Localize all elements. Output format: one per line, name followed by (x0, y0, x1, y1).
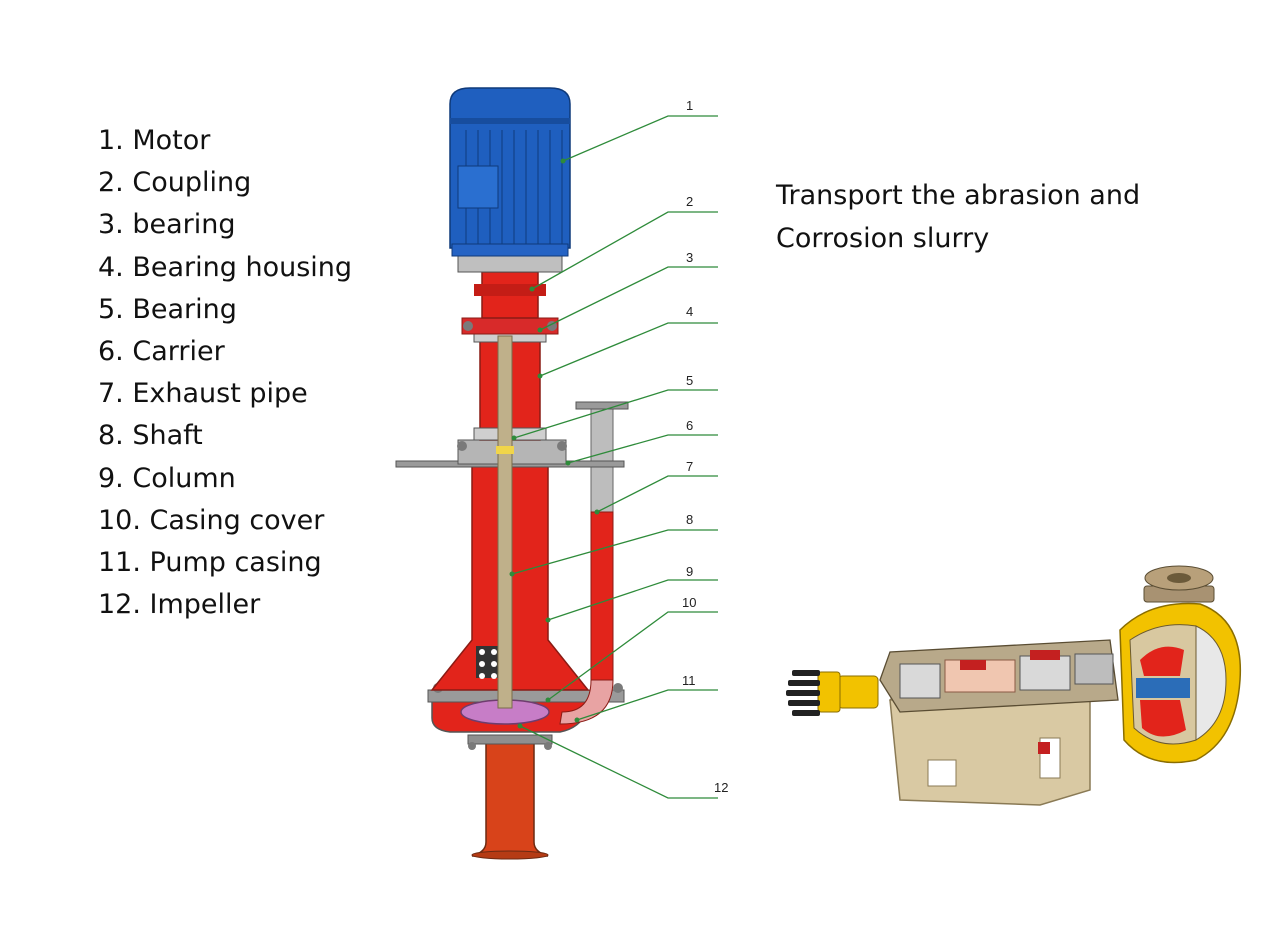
callout-line-6 (567, 434, 718, 464)
callout-line-4 (539, 322, 718, 377)
suction-pipe (467, 734, 553, 860)
description-text: Transport the abrasion and Corrosion slu… (776, 174, 1236, 260)
callout-number-12: 12 (714, 780, 728, 795)
part-impeller: 12. Impeller (98, 589, 261, 621)
part-motor: 1. Motor (98, 125, 211, 156)
callout-number-2: 2 (686, 194, 693, 209)
description-line-1: Transport the abrasion and (776, 180, 1141, 211)
callout-number-6: 6 (686, 418, 693, 433)
callout-number-11: 11 (682, 673, 696, 688)
shaft-shape (497, 335, 513, 709)
callout-number-5: 5 (686, 373, 693, 388)
callout-line-1 (562, 115, 718, 162)
callout-number-9: 9 (686, 564, 693, 579)
callout-line-12 (519, 725, 718, 799)
callout-number-10: 10 (682, 595, 696, 610)
vertical-pump-drawing (395, 87, 629, 860)
callout-number-4: 4 (686, 304, 693, 319)
callout-line-9 (547, 579, 718, 621)
pump-head-cutaway (1119, 565, 1242, 764)
callout-number-7: 7 (686, 459, 693, 474)
callout-line-7 (596, 475, 718, 513)
part-column: 9. Column (98, 462, 236, 494)
part-coupling: 2. Coupling (98, 167, 252, 199)
part-shaft: 8. Shaft (98, 420, 203, 452)
parts-list: 1. Motor 2. Coupling 3. bearing 4. Beari… (98, 120, 352, 626)
callout-number-3: 3 (686, 250, 693, 265)
part-pump-casing: 11. Pump casing (98, 547, 322, 579)
callout-line-2 (531, 211, 718, 290)
shaft-end-coupling (786, 670, 879, 716)
callout-line-5 (513, 389, 718, 439)
motor-shape (449, 87, 571, 273)
callout-line-3 (539, 266, 718, 331)
upper-bearing-flange (461, 317, 559, 335)
callout-number-8: 8 (686, 512, 693, 527)
part-casing-cover: 10. Casing cover (98, 504, 325, 536)
coupling-shape (474, 271, 546, 319)
callout-number-1: 1 (686, 98, 693, 113)
callout-leaders (511, 115, 718, 799)
callout-line-11 (576, 689, 718, 721)
part-exhaust-pipe: 7. Exhaust pipe (98, 378, 308, 410)
horizontal-pump-drawing (786, 565, 1242, 806)
part-carrier: 6. Carrier (98, 336, 225, 368)
part-bearing-lower: 5. Bearing (98, 293, 237, 325)
callout-line-10 (547, 611, 718, 701)
part-bearing-upper: 3. bearing (98, 209, 236, 241)
description-line-2: Corrosion slurry (776, 223, 990, 254)
callout-line-8 (511, 529, 718, 575)
part-bearing-housing: 4. Bearing housing (98, 251, 353, 283)
bearing-assembly-cutaway (879, 639, 1119, 713)
callout-numbers: 1 2 3 4 5 6 7 8 9 10 11 12 (682, 98, 728, 795)
